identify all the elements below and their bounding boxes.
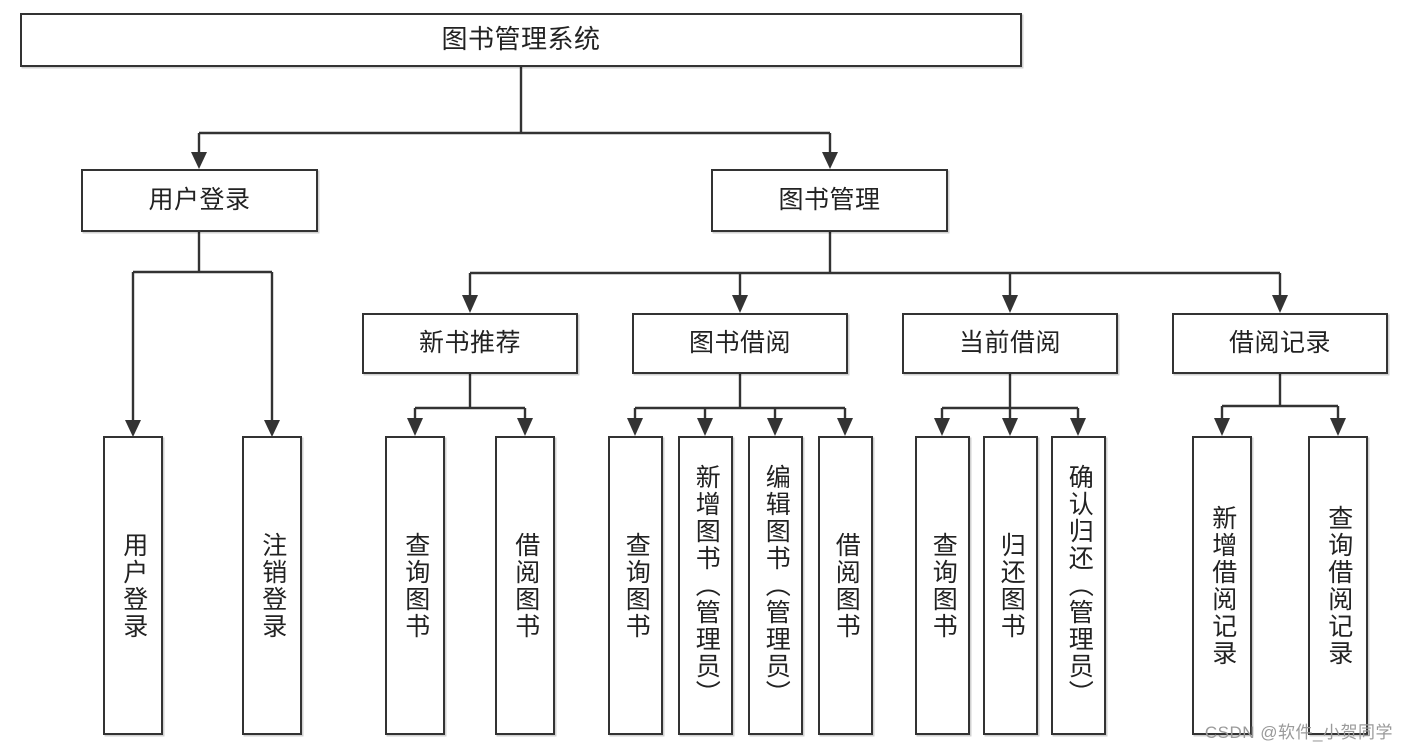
arrow-nb-leaf1 xyxy=(407,418,423,436)
arrow-ul-leaf1 xyxy=(125,420,141,437)
node-label: 编辑图书（管理员） xyxy=(762,464,791,707)
node-label: 图书借阅 xyxy=(688,329,791,358)
arrow-current-borrow xyxy=(1002,295,1018,313)
node-current-borrow[interactable]: 当前借阅 xyxy=(902,313,1118,374)
node-label: 新书推荐 xyxy=(418,329,521,358)
leaf-cb-return-book[interactable]: 归还图书 xyxy=(983,436,1038,735)
arrow-cb-leaf3 xyxy=(1070,418,1086,436)
node-user-login[interactable]: 用户登录 xyxy=(81,169,318,232)
leaf-bb-add-book-admin[interactable]: 新增图书（管理员） xyxy=(678,436,733,735)
leaf-bb-borrow-book[interactable]: 借阅图书 xyxy=(818,436,873,735)
node-borrow-records[interactable]: 借阅记录 xyxy=(1172,313,1388,374)
arrow-cb-leaf1 xyxy=(934,418,950,436)
arrow-br-leaf2 xyxy=(1330,418,1346,436)
arrow-book-borrow xyxy=(732,295,748,313)
node-label: 用户登录 xyxy=(148,186,251,215)
node-label: 查询图书 xyxy=(401,531,430,640)
leaf-nb-query-book[interactable]: 查询图书 xyxy=(385,436,445,735)
arrow-borrow-records xyxy=(1272,295,1288,313)
node-label: 图书管理 xyxy=(778,186,881,215)
leaf-bb-edit-book-admin[interactable]: 编辑图书（管理员） xyxy=(748,436,803,735)
node-label: 用户登录 xyxy=(119,531,148,640)
node-root-book-management-system[interactable]: 图书管理系统 xyxy=(20,13,1022,67)
node-label: 当前借阅 xyxy=(958,329,1061,358)
arrow-bb-leaf1 xyxy=(627,418,643,436)
leaf-br-query-record[interactable]: 查询借阅记录 xyxy=(1308,436,1368,735)
leaf-br-add-record[interactable]: 新增借阅记录 xyxy=(1192,436,1252,735)
arrow-bb-leaf2 xyxy=(697,418,713,436)
node-book-management[interactable]: 图书管理 xyxy=(711,169,948,232)
node-label: 查询图书 xyxy=(929,531,958,640)
node-label: 查询借阅记录 xyxy=(1324,504,1353,667)
node-label: 注销登录 xyxy=(258,531,287,640)
node-label: 查询图书 xyxy=(622,531,651,640)
leaf-cb-query-book[interactable]: 查询图书 xyxy=(915,436,970,735)
leaf-bb-query-book[interactable]: 查询图书 xyxy=(608,436,663,735)
arrow-user-login xyxy=(191,152,207,169)
arrow-bb-leaf4 xyxy=(837,418,853,436)
node-book-borrow[interactable]: 图书借阅 xyxy=(632,313,848,374)
arrow-nb-leaf2 xyxy=(517,418,533,436)
node-label: 新增借阅记录 xyxy=(1208,504,1237,667)
arrow-new-book xyxy=(462,295,478,313)
arrow-book-manage xyxy=(822,152,838,169)
leaf-nb-borrow-book[interactable]: 借阅图书 xyxy=(495,436,555,735)
arrow-ul-leaf2 xyxy=(264,420,280,437)
leaf-logout[interactable]: 注销登录 xyxy=(242,436,302,735)
node-new-book-recommend[interactable]: 新书推荐 xyxy=(362,313,578,374)
node-label: 借阅图书 xyxy=(511,531,540,640)
leaf-user-login[interactable]: 用户登录 xyxy=(103,436,163,735)
arrow-br-leaf1 xyxy=(1214,418,1230,436)
node-label: 图书管理系统 xyxy=(441,24,601,55)
node-label: 归还图书 xyxy=(997,531,1026,640)
node-label: 借阅图书 xyxy=(832,531,861,640)
arrow-cb-leaf2 xyxy=(1002,418,1018,436)
csdn-watermark: CSDN @软件_小贺同学 xyxy=(1204,723,1393,742)
node-label: 确认归还（管理员） xyxy=(1065,464,1094,707)
leaf-cb-confirm-return-admin[interactable]: 确认归还（管理员） xyxy=(1051,436,1106,735)
arrow-bb-leaf3 xyxy=(767,418,783,436)
node-label: 借阅记录 xyxy=(1228,329,1331,358)
node-label: 新增图书（管理员） xyxy=(692,464,721,707)
